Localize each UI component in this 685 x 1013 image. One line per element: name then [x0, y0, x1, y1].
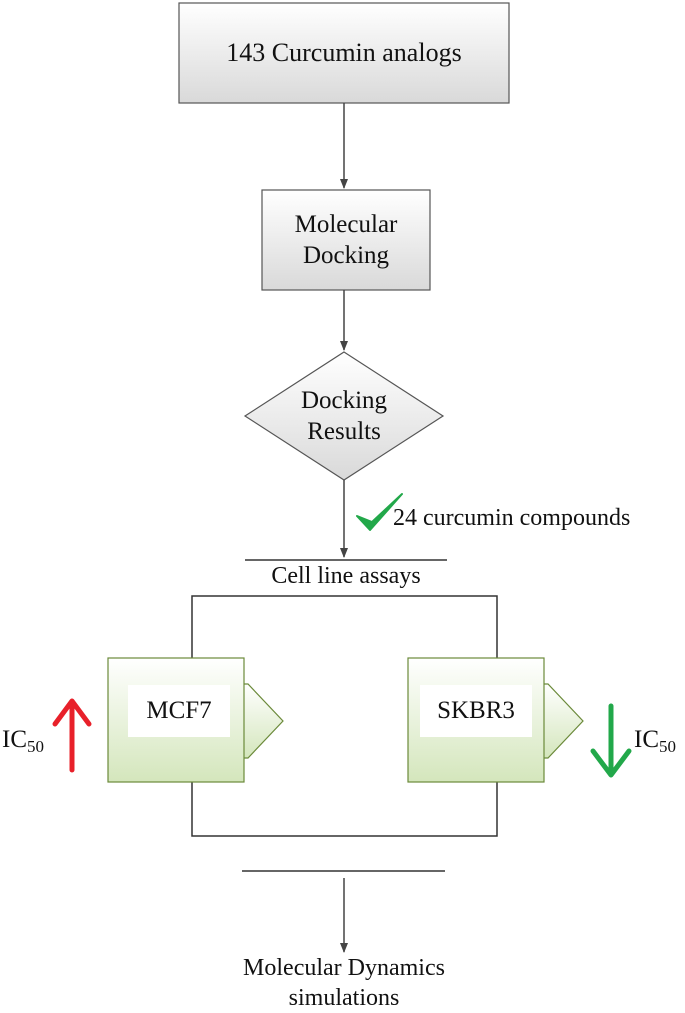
docking-box [261, 189, 431, 291]
ic50-left-text: IC [2, 726, 27, 753]
mcf7-label-bg [128, 685, 230, 737]
assay-bracket-bottom [191, 782, 498, 837]
results-text-line1: Docking [300, 386, 388, 414]
skbr3-label: SKBR3 [420, 685, 532, 737]
md-label: Molecular Dynamics simulations [172, 953, 516, 1013]
ic50-left-subscript: 50 [27, 737, 44, 756]
ic50-left: IC50 [2, 726, 44, 756]
md-text-line2: simulations [288, 985, 400, 1011]
checkmark-icon [356, 493, 403, 531]
skbr3-text: SKBR3 [437, 697, 515, 725]
filter-label: 24 curcumin compounds [393, 505, 631, 531]
results-text-line2: Results [307, 418, 381, 445]
ic50-right-subscript: 50 [659, 737, 676, 756]
start-text: 143 Curcumin analogs [226, 37, 462, 67]
results-label: Docking Results [265, 380, 423, 452]
mcf7-label: MCF7 [128, 685, 230, 737]
md-text-line1: Molecular Dynamics [243, 955, 445, 981]
arrow-up-icon [52, 698, 92, 773]
skbr3-label-bg [420, 685, 532, 737]
docking-label: Molecular Docking [262, 190, 430, 290]
start-label: 143 Curcumin analogs [179, 3, 509, 103]
assay-bracket-top [191, 595, 498, 658]
assay-label: Cell line assays [271, 563, 421, 589]
mcf7-text: MCF7 [146, 697, 212, 725]
arrow-down-icon [590, 703, 632, 778]
docking-text-line1: Molecular [294, 210, 398, 238]
ic50-right: IC50 [634, 726, 676, 756]
docking-text-line2: Docking [302, 242, 390, 269]
ic50-right-text: IC [634, 726, 659, 753]
start-box [178, 2, 510, 104]
